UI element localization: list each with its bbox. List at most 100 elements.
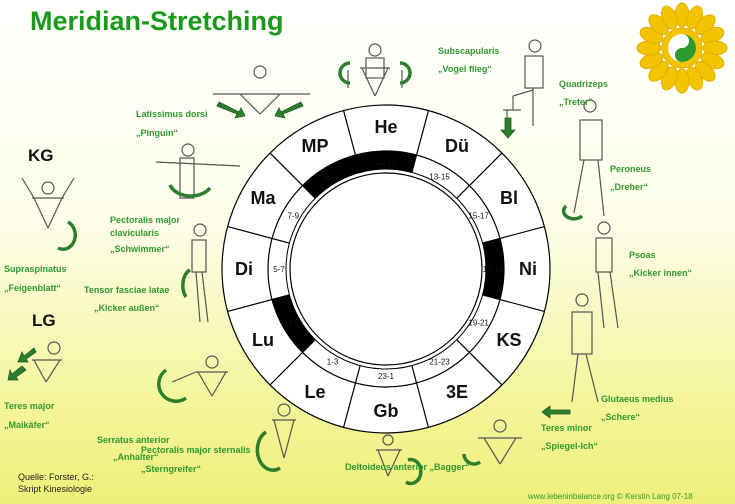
lg-label: LG (32, 311, 56, 330)
wheel-divider (227, 225, 290, 244)
figure-latissimus (213, 65, 310, 119)
exercise-label-pectoralis-sternalis: Pectoralis major sternalis „Sterngreifer… (141, 444, 251, 476)
exercise-label-pectoralis-clav: Pectoralis major clavicularis „Schwimmer… (110, 214, 200, 256)
wheel-band-inner-edge (285, 168, 487, 370)
meridian-4-name: KS (496, 330, 521, 350)
meridian-4-time: 19-21 (468, 319, 489, 328)
exercise-name-serratus: „Anhalter“ (113, 452, 159, 462)
figure-deltoideus (376, 434, 423, 486)
meridian-3-name: Ni (519, 259, 537, 279)
wheel-divider (342, 110, 361, 173)
source-line-2: Skript Kinesiologie (18, 484, 93, 494)
exercise-name: „Sterngreifer“ (141, 464, 202, 474)
wheel-divider (269, 152, 316, 199)
exercise-label-serratus: Serratus anterior (97, 434, 170, 447)
meridian-1-time: 13-15 (429, 172, 450, 181)
muscle-name: Supraspinatus (4, 264, 67, 274)
exercise-label-glutaeus: Glutaeus medius „Schere“ (601, 393, 674, 424)
meridian-11-name: MP (302, 136, 329, 156)
figure-subscapularis (338, 43, 412, 97)
exercise-name: „Spiegel-Ich“ (541, 441, 599, 451)
exercise-name: „Kicker innen“ (629, 268, 693, 278)
muscle-name: Latissimus dorsi (136, 109, 208, 119)
meridian-0-name: He (374, 117, 397, 137)
exercise-label-peroneus: Peroneus „Dreher“ (610, 163, 651, 194)
muscle-name: Quadrizeps (559, 79, 609, 89)
figure-tensor (181, 223, 209, 323)
wheel-divider (482, 294, 545, 313)
meridian-3-time: 17-19 (483, 265, 504, 274)
muscle-name: Pectoralis major sternalis (141, 445, 251, 455)
muscle-name: Psoas (629, 250, 656, 260)
wheel-band-ni (482, 238, 504, 300)
meridian-8-time: 3-5 (288, 319, 300, 328)
exercise-name: „Kicker außen“ (94, 303, 160, 313)
exercise-name: „Bagger“ (429, 462, 470, 472)
exercise-name: „Vogel flieg“ (438, 64, 492, 74)
exercise-name: „Dreher“ (610, 182, 649, 192)
exercise-name: „Pinguin“ (136, 128, 178, 138)
exercise-label-psoas: Psoas „Kicker innen“ (629, 249, 692, 280)
figure-psoas (595, 221, 619, 329)
figure-peroneus (561, 99, 605, 221)
wheel-divider (411, 365, 430, 428)
wheel-inner-disc (289, 172, 483, 366)
muscle-name: Teres minor (541, 423, 592, 433)
muscle-name: Serratus anterior (97, 435, 170, 445)
figure-teres-minor (462, 419, 522, 466)
exercise-label-teres-major: Teres major „Maikäfer“ (4, 400, 54, 432)
exercise-label-deltoideus: Deltoideus anterior „Bagger“ (345, 461, 470, 474)
exercise-name: „Treter“ (559, 97, 594, 107)
wheel-divider (456, 339, 503, 386)
muscle-name: Teres major (4, 401, 55, 411)
muscle-name: Glutaeus medius (601, 394, 674, 404)
figure-pectoralis-clav (155, 143, 241, 199)
source-line-1: Quelle: Forster, G.: (18, 472, 95, 482)
wheel-divider (456, 152, 503, 199)
meridian-0-time: 11-13 (376, 158, 396, 167)
wheel-divider (342, 365, 361, 428)
meridian-11-time: 9-11 (325, 172, 341, 181)
exercise-label-tensor: Tensor fasciae latae „Kicker außen“ (84, 284, 169, 315)
exercise-name: „Maikäfer“ (4, 420, 50, 430)
meridian-9-time: 5-7 (273, 265, 285, 274)
wheel-divider (411, 110, 430, 173)
figure-supraspinatus (21, 177, 77, 251)
meridian-10-name: Ma (251, 188, 277, 208)
wheel-divider (482, 225, 545, 244)
wheel-band-he (302, 151, 417, 199)
website-credit: www.lebeninbalance.org © Kerstin Lang 07… (528, 492, 693, 501)
exercise-label-latissimus: Latissimus dorsi „Pinguin“ (136, 108, 208, 140)
meridian-6-time: 23-1 (378, 372, 395, 381)
muscle-name: Subscapularis (438, 46, 500, 56)
sun-logo-icon (636, 2, 728, 94)
figure-glutaeus (571, 293, 599, 403)
figure-pectoralis-sternalis (255, 403, 296, 472)
exercise-label-subscapularis: Subscapularis „Vogel flieg“ (438, 45, 500, 76)
meridian-1-name: Dü (445, 136, 469, 156)
meridian-9-name: Di (235, 259, 253, 279)
meridian-7-time: 1-3 (327, 358, 339, 367)
source-citation: Quelle: Forster, G.: Skript Kinesiologie (18, 471, 94, 495)
wheel-divider (269, 339, 316, 386)
page-title: Meridian-Stretching (30, 6, 284, 36)
meridian-2-time: 15-17 (468, 212, 489, 221)
figure-teres-major (7, 341, 62, 383)
meridian-10-time: 7-9 (288, 212, 300, 221)
wheel-divider (227, 294, 290, 313)
figure-quadrizeps (500, 39, 544, 139)
wheel-band-lu (272, 294, 316, 353)
muscle-name: Tensor fasciae latae (84, 285, 170, 295)
meridian-8-name: Lu (252, 330, 274, 350)
meridian-6-name: Gb (374, 401, 399, 421)
meridian-5-name: 3E (446, 382, 468, 402)
exercise-name: „Schere“ (601, 412, 641, 422)
figure-glutaeus-arrow (541, 405, 571, 419)
kg-label: KG (28, 146, 54, 165)
muscle-name: Peroneus (610, 164, 652, 174)
figure-serratus (157, 355, 228, 403)
meridian-5-time: 21-23 (429, 358, 450, 367)
meridian-2-name: Bl (500, 188, 518, 208)
muscle-name: Pectoralis major clavicularis (110, 215, 181, 238)
